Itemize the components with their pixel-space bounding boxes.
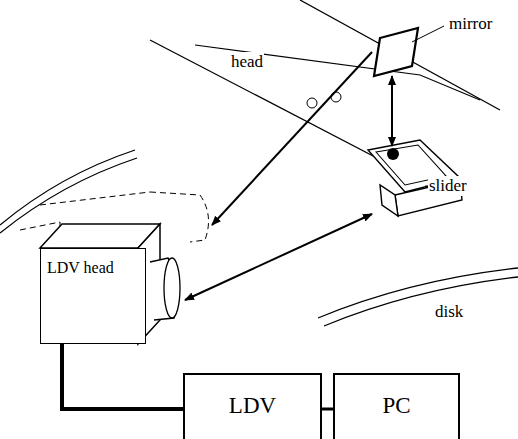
laser-beam: [212, 52, 372, 225]
node-text: LDV: [185, 393, 320, 419]
slider-body: [380, 185, 398, 216]
suspension-edge: [150, 40, 400, 170]
leader-line: [412, 26, 444, 42]
part-label: disk: [434, 302, 464, 322]
disk-edge: [324, 277, 518, 326]
suspension-edge: [300, 0, 500, 110]
disk-edge: [0, 158, 137, 233]
mirror: [374, 28, 418, 76]
part-label: mirror: [448, 14, 493, 34]
pc-box: PC: [333, 373, 460, 439]
node-text: PC: [335, 393, 458, 419]
ldv-box: LDV: [183, 373, 322, 439]
cable: [62, 344, 183, 409]
lens-face: [164, 258, 180, 318]
cable: [322, 408, 333, 411]
node-text: LDV head: [47, 259, 145, 277]
part-label: slider: [428, 176, 468, 196]
laser-beam: [391, 76, 393, 146]
laser-beam: [185, 214, 372, 300]
part-label: head: [230, 52, 264, 72]
hole: [307, 98, 317, 108]
ldv-head-box: LDV head: [40, 248, 146, 344]
disk-edge: [318, 268, 518, 318]
laser-spot: [387, 148, 399, 160]
